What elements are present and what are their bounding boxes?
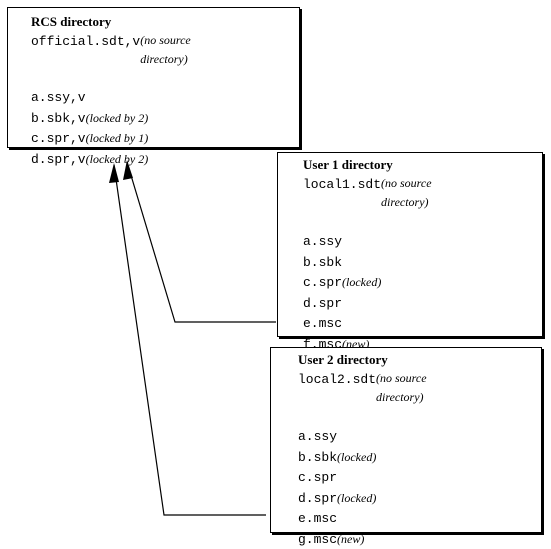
user2-to-rcs-arrow bbox=[114, 165, 266, 515]
user2-arrowhead-icon bbox=[109, 163, 119, 183]
user1-arrowhead-icon bbox=[123, 160, 133, 180]
user1-to-rcs-arrow bbox=[127, 162, 276, 322]
